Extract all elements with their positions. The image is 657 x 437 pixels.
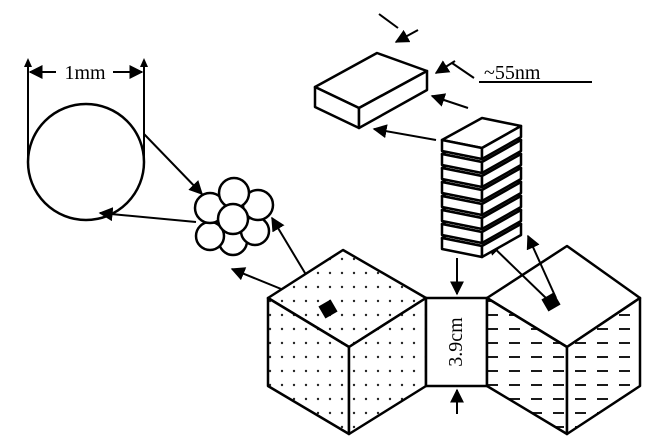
right-arrows bbox=[486, 234, 557, 301]
large-grain-circle bbox=[26, 102, 146, 222]
diameter-dimension: 1mm bbox=[24, 58, 148, 160]
diameter-label: 1mm bbox=[64, 62, 106, 84]
height-dimension: 3.9cm bbox=[424, 258, 489, 414]
single-lamella bbox=[313, 51, 429, 130]
thickness-label: ~55nm bbox=[484, 62, 541, 84]
stack-arrows bbox=[372, 93, 469, 141]
thickness-dimension: ~55nm bbox=[378, 13, 592, 84]
left-cube bbox=[266, 248, 428, 436]
sample-block-marker bbox=[318, 299, 338, 319]
sphere-cluster bbox=[193, 176, 275, 257]
right-cube bbox=[485, 244, 642, 436]
lamella-stack bbox=[440, 116, 523, 259]
height-label: 3.9cm bbox=[445, 317, 467, 367]
